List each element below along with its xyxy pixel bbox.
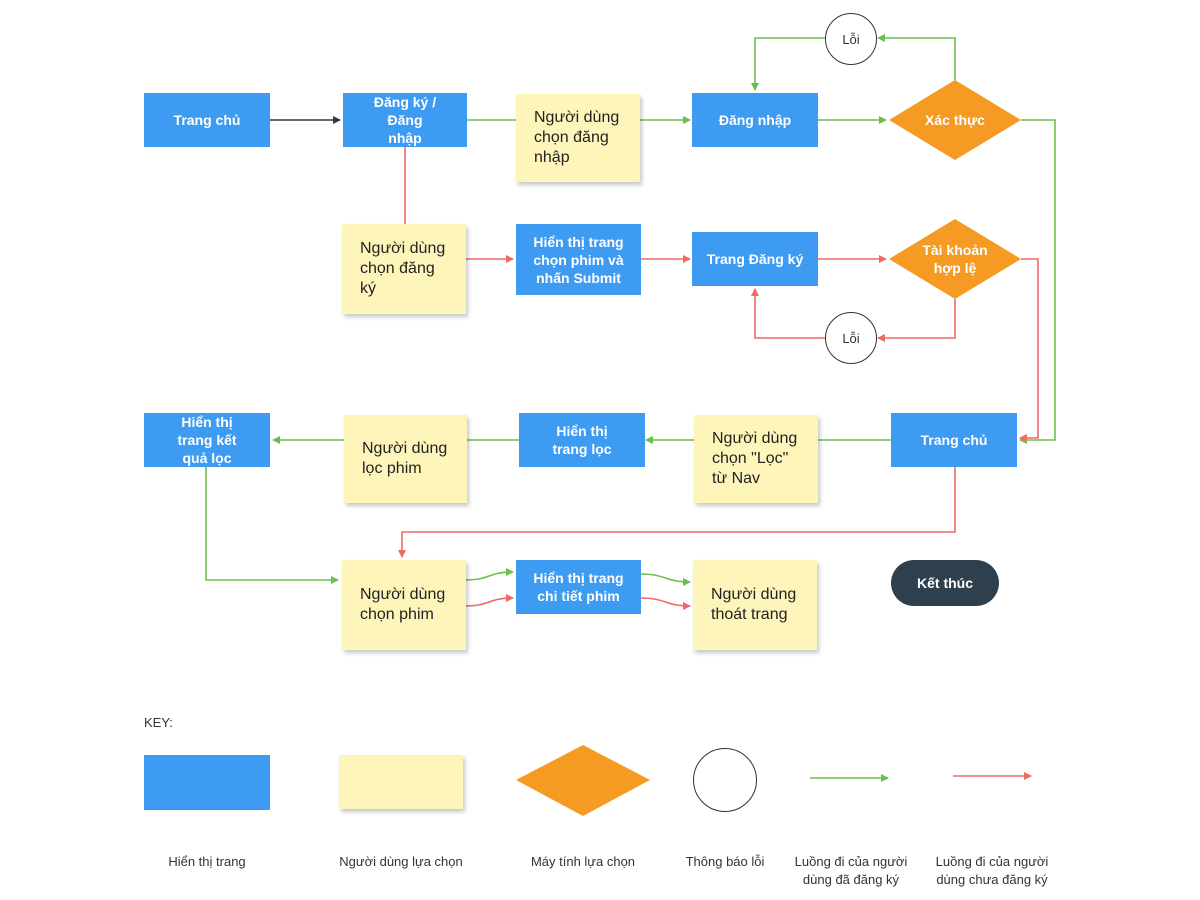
trang-chu-top-node: Trang chủ [144,93,270,147]
ket-thuc-label: Kết thúc [917,575,973,591]
key-diamond-shape [516,745,650,816]
hien-thi-ket-qua-loc-node: Hiển thị trang kết quả lọc [144,413,270,467]
xac-thuc-label: Xác thực [925,112,985,128]
dang-nhap-node: Đăng nhập [692,93,818,147]
key-page-label: Hiển thị trang [168,854,246,869]
key-error-circle [693,748,757,812]
arrow-verify-to-error-top [877,34,956,80]
loc-phim-label: Người dùng lọc phim [362,440,448,477]
hien-thi-chon-phim-node: Hiển thị trang chọn phim và nhấn Submit [516,224,641,295]
arrow-choose-to-detail-green [465,568,514,581]
dang-nhap-label: Đăng nhập [718,112,792,128]
chon-phim-note: Người dùng chọn phim [342,560,466,650]
trang-chu-top-label: Trang chủ [173,112,241,128]
chon-phim-label: Người dùng chọn phim [360,586,446,623]
hien-thi-trang-loc-node: Hiển thị trang lọc [519,413,645,467]
hien-thi-chi-tiet-node: Hiển thị trang chi tiết phim [516,560,641,614]
thoat-trang-note: Người dùng thoát trang [693,560,817,650]
loi-top-circle: Lỗi [825,13,877,65]
hien-thi-chi-tiet-label: Hiển thị trang chi tiết phim [533,570,624,604]
key-computer-choice-label: Máy tính lựa chọn [530,854,636,869]
key-page-swatch [144,755,270,810]
arrow-error-top-to-login [751,37,825,91]
arrow-detail-to-exit-green [640,573,691,586]
dang-ky-dang-nhap-label: Đăng ký / Đăng nhập [373,94,437,146]
chon-dang-ky-label: Người dùng chọn đăng ký [360,240,446,297]
trang-chu-mid-node: Trang chủ [891,413,1017,467]
hien-thi-ket-qua-loc-label: Hiển thị trang kết quả lọc [177,414,237,466]
chon-dang-nhap-note: Người dùng chọn đăng nhập [516,94,640,182]
arrow-error-mid-to-register [751,288,825,339]
arrow-home-mid-to-choose-movie [398,467,956,558]
arrow-verify-to-home-mid [1019,119,1056,444]
trang-dang-ky-label: Trang Đăng ký [706,251,804,267]
trang-dang-ky-node: Trang Đăng ký [692,232,818,286]
arrow-choose-to-detail-red [465,594,514,607]
arrow-detail-to-exit-red [640,597,691,610]
tai-khoan-hop-le-label: Tài khoản hợp lệ [922,242,988,276]
thoat-trang-label: Người dùng thoát trang [711,586,797,623]
xac-thuc-diamond [889,80,1021,160]
key-error-label: Thông báo lỗi [685,854,765,869]
hien-thi-chon-phim-label: Hiển thị trang chọn phim và nhấn Submit [533,233,624,286]
chon-loc-nav-label: Người dùng chọn "Lọc" từ Nav [712,430,798,487]
hien-thi-trang-loc-label: Hiển thị trang lọc [552,423,612,457]
chon-dang-ky-note: Người dùng chọn đăng ký [342,224,466,314]
chon-loc-nav-note: Người dùng chọn "Lọc" từ Nav [694,415,818,503]
trang-chu-mid-label: Trang chủ [920,432,988,448]
key-user-choice-label: Người dùng lựa chọn [339,854,463,869]
tai-khoan-hop-le-diamond [889,219,1021,299]
chon-dang-nhap-label: Người dùng chọn đăng nhập [534,109,620,166]
loi-mid-circle: Lỗi [825,312,877,364]
loi-top-label: Lỗi [842,31,860,47]
key-note-swatch [339,755,463,809]
arrow-valid-to-home-mid [1019,258,1039,442]
key-registered-flow-label: Luồng đi của người dùng đã đăng ký [794,854,908,887]
key-unregistered-flow-label: Luồng đi của người dùng chưa đăng ký [935,854,1049,887]
dang-ky-dang-nhap-node: Đăng ký / Đăng nhập [343,93,467,147]
loi-mid-label: Lỗi [842,330,860,346]
arrow-results-to-choose-movie [205,467,339,584]
key-title: KEY: [144,715,173,730]
loc-phim-note: Người dùng lọc phim [344,415,467,503]
ket-thuc-terminator: Kết thúc [891,560,999,606]
arrow-valid-to-error-mid [877,299,956,342]
